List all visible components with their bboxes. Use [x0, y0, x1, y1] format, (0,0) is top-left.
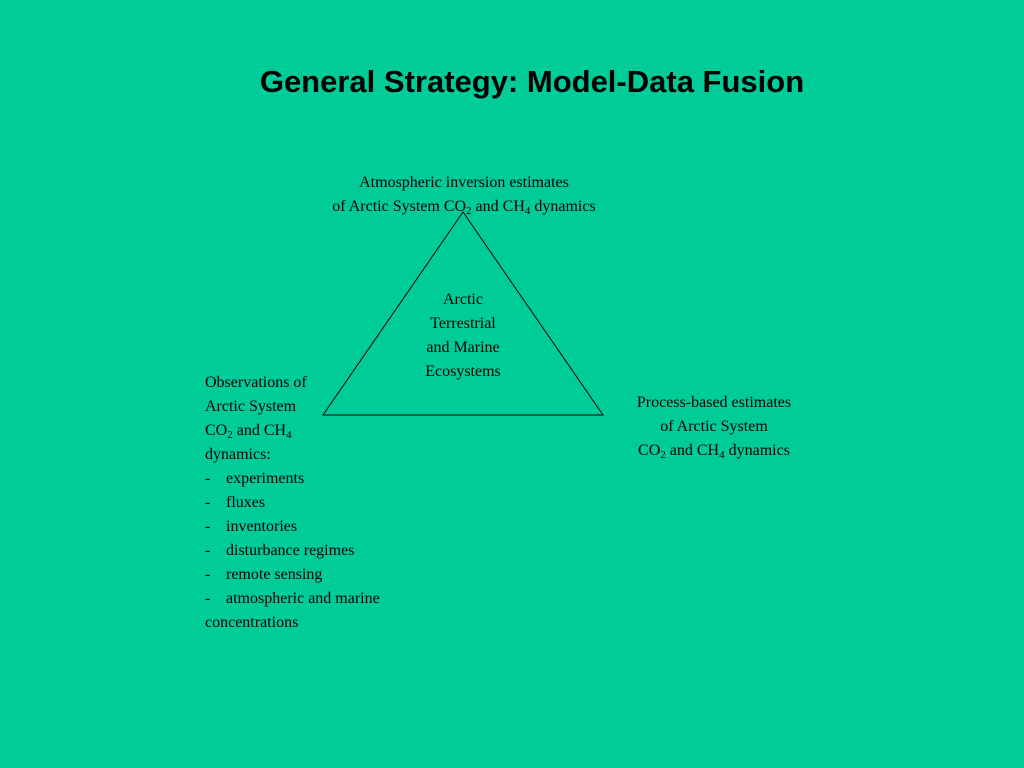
right-vertex-line2: of Arctic System	[660, 418, 768, 435]
center-line: Arctic	[443, 291, 483, 308]
list-item: -fluxes	[205, 491, 465, 515]
list-item-text: experiments	[226, 470, 305, 487]
left-vertex-line3: CO2 and CH4	[205, 419, 465, 443]
bullet-dash: -	[205, 470, 211, 487]
left-vertex-text: CO	[205, 422, 228, 439]
list-item: -inventories	[205, 515, 465, 539]
list-item-text: fluxes	[226, 494, 266, 511]
bullet-dash: -	[205, 494, 211, 511]
center-line: and Marine	[426, 339, 500, 356]
triangle-shape	[322, 211, 604, 416]
bullet-dash: -	[205, 542, 211, 559]
left-vertex-line1: Observations of	[205, 374, 307, 391]
list-item-text: atmospheric and marine	[226, 590, 380, 607]
top-vertex-label: Atmospheric inversion estimates of Arcti…	[264, 171, 664, 219]
co2-subscript: 2	[466, 205, 472, 217]
center-label: Arctic Terrestrial and Marine Ecosystems	[393, 288, 533, 384]
bullet-dash: -	[205, 566, 211, 583]
right-vertex-text: CO	[638, 442, 661, 459]
left-vertex-line2: Arctic System	[205, 398, 297, 415]
left-vertex-label: Observations of Arctic System CO2 and CH…	[205, 371, 465, 635]
co2-subscript: 2	[660, 449, 666, 461]
ch4-subscript: 4	[719, 449, 725, 461]
top-vertex-text: and CH	[471, 198, 525, 215]
co2-subscript: 2	[227, 429, 233, 441]
right-vertex-label: Process-based estimates of Arctic System…	[594, 391, 834, 463]
top-vertex-text: of Arctic System CO	[332, 198, 467, 215]
top-vertex-line1: Atmospheric inversion estimates	[359, 174, 569, 191]
observation-list: -experiments -fluxes -inventories -distu…	[205, 467, 465, 635]
left-vertex-text: and CH	[232, 422, 287, 439]
ch4-subscript: 4	[524, 205, 531, 217]
right-vertex-text: dynamics	[724, 442, 790, 459]
bullet-dash: -	[205, 518, 211, 535]
ch4-subscript: 4	[286, 429, 292, 441]
top-vertex-text: dynamics	[530, 198, 596, 215]
right-vertex-line1: Process-based estimates	[636, 394, 792, 411]
list-item: -experiments	[205, 467, 465, 491]
list-item-text: remote sensing	[226, 566, 323, 583]
list-item: -remote sensing	[205, 563, 465, 587]
slide-title: General Strategy: Model-Data Fusion	[259, 64, 805, 99]
center-line: Ecosystems	[425, 363, 501, 380]
top-vertex-line2: of Arctic System CO2 and CH4 dynamics	[264, 195, 664, 219]
list-item-text: disturbance regimes	[226, 542, 355, 559]
right-vertex-text: and CH	[665, 442, 720, 459]
list-item: -disturbance regimes	[205, 539, 465, 563]
list-item: -atmospheric and marine	[205, 587, 465, 611]
list-item-text: inventories	[226, 518, 298, 535]
left-vertex-line4: dynamics:	[205, 446, 271, 463]
list-item-continuation: concentrations	[205, 614, 299, 631]
right-vertex-line3: CO2 and CH4 dynamics	[594, 439, 834, 463]
center-line: Terrestrial	[430, 315, 496, 332]
bullet-dash: -	[205, 590, 211, 607]
